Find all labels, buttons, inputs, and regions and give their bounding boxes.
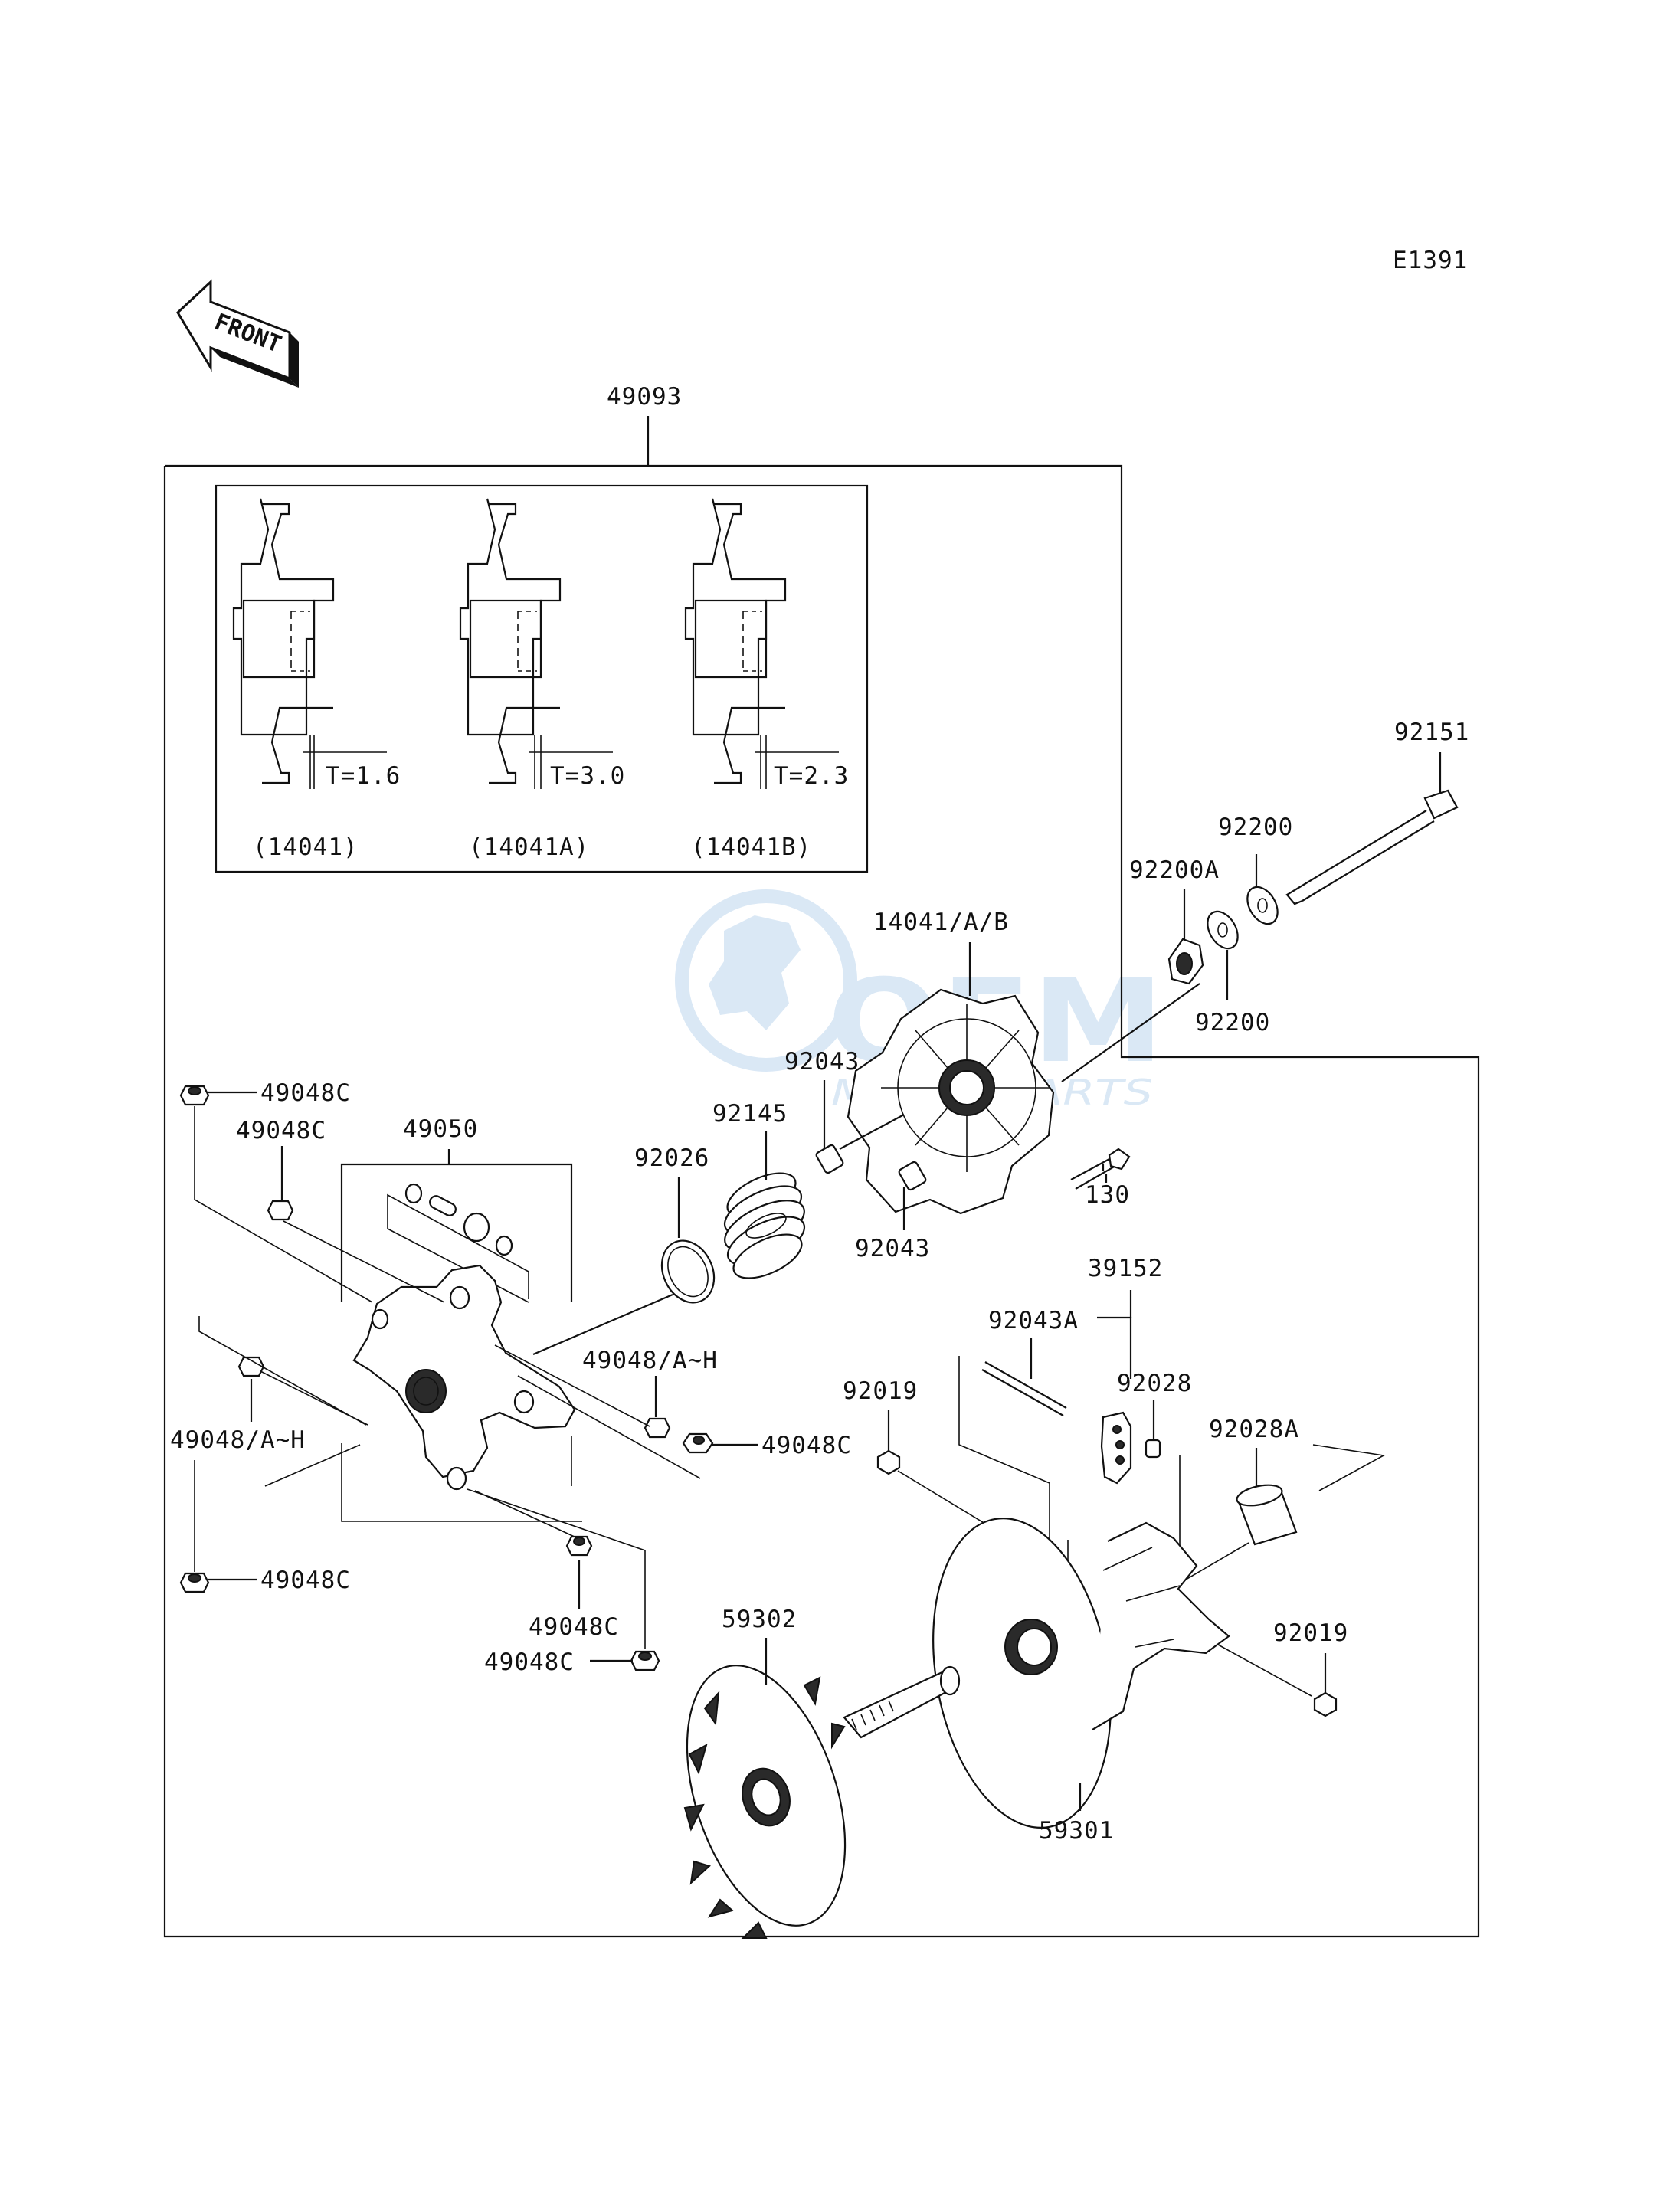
label-49050: 49050 [403,1115,478,1143]
inset-panel-14041: T=1.6 (14041) [232,498,401,861]
inset-thickness-1: T=1.6 [326,762,401,790]
label-92026: 92026 [634,1144,709,1172]
label-49048c-3: 49048C [761,1432,852,1459]
part-14041-spider: 14041/A/B [847,909,1200,1215]
label-92019-left: 92019 [843,1377,918,1405]
watermark-continents [709,915,801,1030]
label-49048c-4: 49048C [260,1567,351,1594]
label-14041ab: 14041/A/B [873,909,1009,936]
label-49048ah-right: 49048/A~H [582,1347,718,1374]
label-92145: 92145 [712,1100,788,1128]
inset-part-2: (14041A) [469,833,589,861]
label-92043-top: 92043 [784,1048,860,1076]
label-49048c-1: 49048C [260,1079,351,1107]
inset-thickness-2: T=3.0 [550,762,625,790]
label-92043-bottom: 92043 [855,1235,930,1262]
label-92151: 92151 [1394,719,1469,746]
inset-panel-14041a: T=3.0 (14041A) [459,498,625,861]
label-92028: 92028 [1117,1370,1192,1397]
part-49050-weight-group: 49050 [340,1115,582,1522]
label-130: 130 [1085,1181,1130,1209]
diagram-code: E1391 [1393,247,1468,274]
front-arrow-icon: FRONT [176,279,299,388]
label-92200-top: 92200 [1218,814,1293,841]
label-49048c-2: 49048C [236,1117,326,1144]
part-92200a-nut: 92200A [1129,856,1220,985]
label-92043a: 92043A [988,1307,1079,1334]
inset-part-3: (14041B) [691,833,811,861]
part-sheave-body [352,1264,576,1491]
assembly-label: 49093 [607,383,682,411]
label-49048c-6: 49048C [484,1649,575,1676]
part-92145-spring: 92145 [712,1100,806,1279]
part-49048c-fasteners: 49048C 49048C 49048/A~H 49048C 49048/A~H… [170,1079,852,1676]
inset-panel-14041b: T=2.3 (14041B) [684,498,849,861]
watermark-globe [675,889,857,1072]
label-49048c-5: 49048C [529,1613,619,1641]
part-92151-bolt: 92151 [1285,719,1469,905]
part-92026-oring: 92026 [532,1144,716,1356]
label-92200a: 92200A [1129,856,1220,884]
inset-box: T=1.6 (14041) T=3.0 (14041A) T=2.3 [215,484,869,873]
assembly-frame [163,464,1480,1938]
label-39152: 39152 [1088,1255,1163,1282]
label-59301: 59301 [1039,1817,1114,1845]
inset-part-1: (14041) [253,833,359,861]
inset-thickness-3: T=2.3 [774,762,849,790]
label-92028a: 92028A [1209,1416,1299,1443]
part-92043-pins: 92043 92043 [784,1048,930,1262]
label-59302: 59302 [722,1606,797,1633]
label-49048ah-left: 49048/A~H [170,1426,306,1454]
label-92200-bottom: 92200 [1195,1009,1270,1036]
part-92200-washers: 92200 92200 [1195,814,1293,1036]
part-130-bolt: 130 [1070,1148,1131,1209]
part-59301-sheave: 59301 [932,1518,1230,1845]
label-92019-right: 92019 [1273,1619,1348,1647]
part-59302-sheave: 59302 [683,1606,961,1939]
